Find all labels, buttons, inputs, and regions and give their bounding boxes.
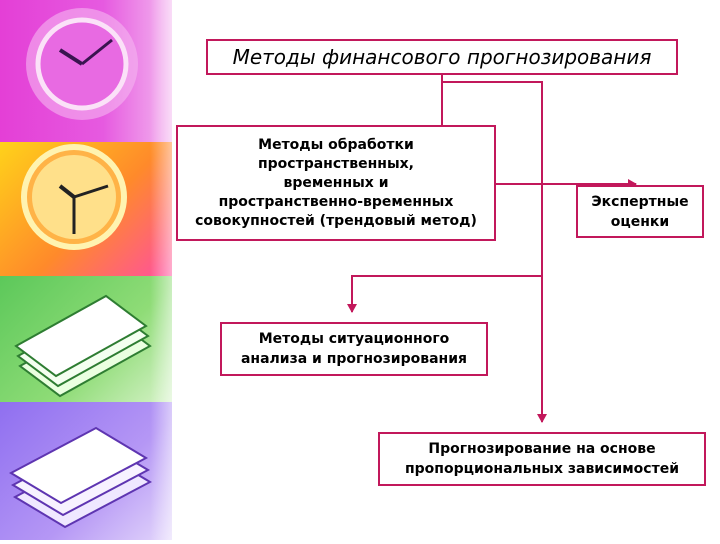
node-situational-analysis: Методы ситуационного анализа и прогнозир…: [220, 322, 488, 376]
node-expert-estimates: Экспертные оценки: [576, 185, 704, 238]
node-label: Прогнозирование на основе пропорциональн…: [404, 441, 680, 477]
node-proportional-forecasting: Прогнозирование на основе пропорциональн…: [378, 432, 706, 486]
connector-title-trunk: [442, 81, 547, 423]
connector-trunk-to-situational: [347, 275, 542, 313]
decor-papers-violet: [0, 402, 172, 540]
decor-fade: [150, 0, 210, 540]
diagram-title-box: Методы финансового прогнозирования: [206, 39, 678, 75]
papers-icon: [14, 294, 152, 398]
node-label: Экспертные оценки: [591, 193, 689, 230]
decor-clock-orange: [0, 142, 172, 276]
papers-icon: [8, 426, 153, 529]
node-label: Методы ситуационного анализа и прогнозир…: [240, 331, 468, 367]
diagram-title: Методы финансового прогнозирования: [232, 45, 652, 69]
decor-papers-green: [0, 276, 172, 402]
clock-icon: [26, 8, 138, 120]
decor-clock-purple: [0, 0, 172, 142]
node-label: Методы обработки пространственных, време…: [195, 136, 477, 229]
node-trend-methods: Методы обработки пространственных, време…: [176, 125, 496, 241]
clock-icon: [21, 144, 127, 250]
